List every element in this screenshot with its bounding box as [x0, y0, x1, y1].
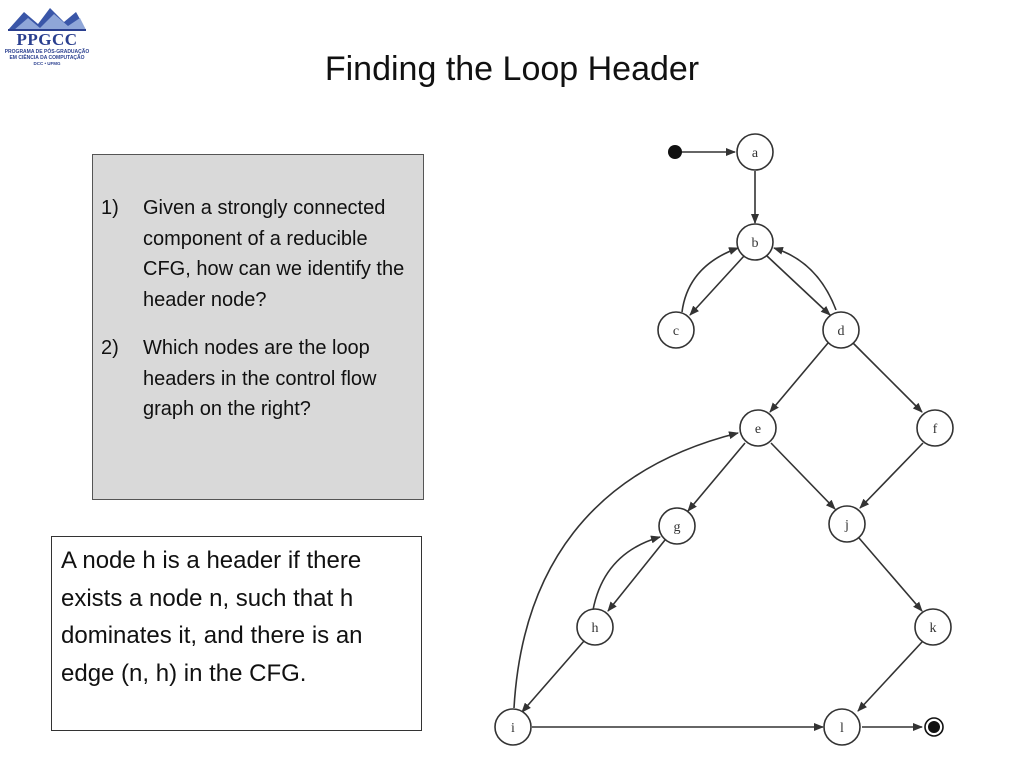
- node-label-e: e: [755, 422, 761, 437]
- logo-subtitle-line-3: DCC • UFMG: [33, 61, 61, 66]
- node-label-h: h: [592, 621, 599, 636]
- node-label-b: b: [752, 236, 759, 251]
- node-b: [736, 223, 774, 261]
- edge-h-i: [521, 640, 585, 713]
- node-label-j: j: [844, 518, 849, 533]
- node-f: [916, 409, 954, 447]
- entry-point: [668, 145, 682, 159]
- question-text-2: Which nodes are the loop headers in the …: [143, 337, 377, 420]
- edge-b-c: [689, 255, 745, 316]
- logo-subtitle-line-1: PROGRAMA DE PÓS-GRADUAÇÃO: [4, 49, 90, 55]
- edge-h-g: [592, 535, 661, 611]
- exit-point: [928, 721, 940, 733]
- node-e: [739, 409, 777, 447]
- edge-f-j: [859, 442, 924, 509]
- node-label-g: g: [674, 520, 681, 535]
- question-item-1: 1) Given a strongly connected component …: [101, 193, 411, 315]
- node-k: [914, 608, 952, 646]
- question-text-1: Given a strongly connected component of …: [143, 197, 405, 311]
- logo-emblem-icon: [8, 8, 86, 31]
- node-d: [822, 311, 860, 349]
- edge-g-h: [607, 539, 666, 612]
- edge-j-k: [858, 537, 923, 612]
- edge-d-f: [852, 342, 923, 413]
- definition-text: A node h is a header if there exists a n…: [61, 547, 363, 687]
- node-j: [828, 505, 866, 543]
- node-label-f: f: [933, 422, 938, 437]
- logo-subtitle-line-2: EM CIÊNCIA DA COMPUTAÇÃO: [9, 55, 85, 61]
- question-number-1: 1): [101, 197, 119, 219]
- node-label-i: i: [511, 721, 515, 736]
- node-a: [736, 133, 774, 171]
- question-box: 1) Given a strongly connected component …: [92, 154, 424, 500]
- question-item-2: 2) Which nodes are the loop headers in t…: [101, 333, 411, 425]
- node-l: [823, 708, 861, 746]
- edge-e-j: [770, 442, 836, 510]
- logo-name: PPGCC: [16, 30, 78, 49]
- node-g: [658, 507, 696, 545]
- edge-i-e: [513, 431, 739, 709]
- ppgcc-logo: PPGCC PROGRAMA DE PÓS-GRADUAÇÃO EM CIÊNC…: [4, 4, 90, 66]
- question-list: 1) Given a strongly connected component …: [101, 193, 411, 443]
- node-h: [576, 608, 614, 646]
- edge-d-b: [773, 246, 837, 311]
- edge-k-l: [857, 641, 923, 712]
- node-label-d: d: [838, 324, 845, 339]
- node-label-c: c: [673, 324, 679, 339]
- node-label-l: l: [840, 721, 844, 736]
- node-label-k: k: [930, 621, 937, 636]
- edge-e-g: [687, 442, 746, 512]
- slide-title: Finding the Loop Header: [324, 50, 700, 88]
- edge-b-d: [766, 255, 831, 316]
- question-number-2: 2): [101, 337, 119, 359]
- edge-c-b: [681, 247, 739, 313]
- node-label-a: a: [752, 146, 759, 161]
- definition-box: A node h is a header if there exists a n…: [51, 536, 422, 731]
- edge-d-e: [769, 342, 829, 413]
- node-c: [657, 311, 695, 349]
- node-i: [494, 708, 532, 746]
